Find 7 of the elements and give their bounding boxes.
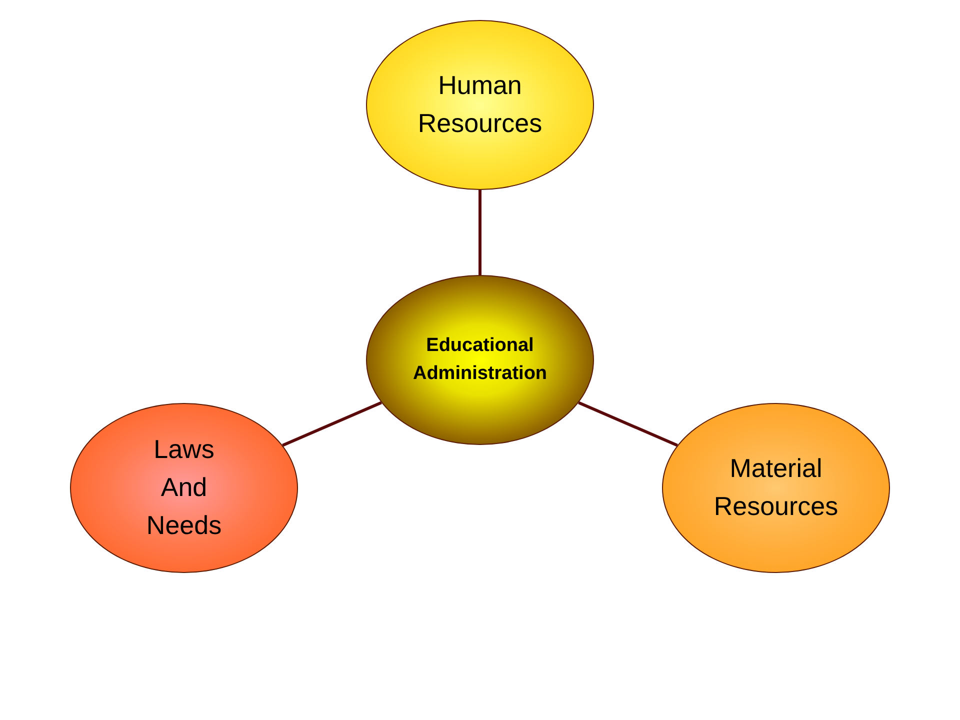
connector-line bbox=[478, 190, 482, 275]
connector-line bbox=[578, 401, 678, 447]
connector-line bbox=[282, 401, 382, 447]
node-label: Laws And Needs bbox=[145, 433, 223, 542]
node-label: Human Resources bbox=[416, 69, 544, 140]
node-label: Educational Administration bbox=[412, 334, 548, 386]
node-label: Material Resources bbox=[712, 452, 840, 523]
